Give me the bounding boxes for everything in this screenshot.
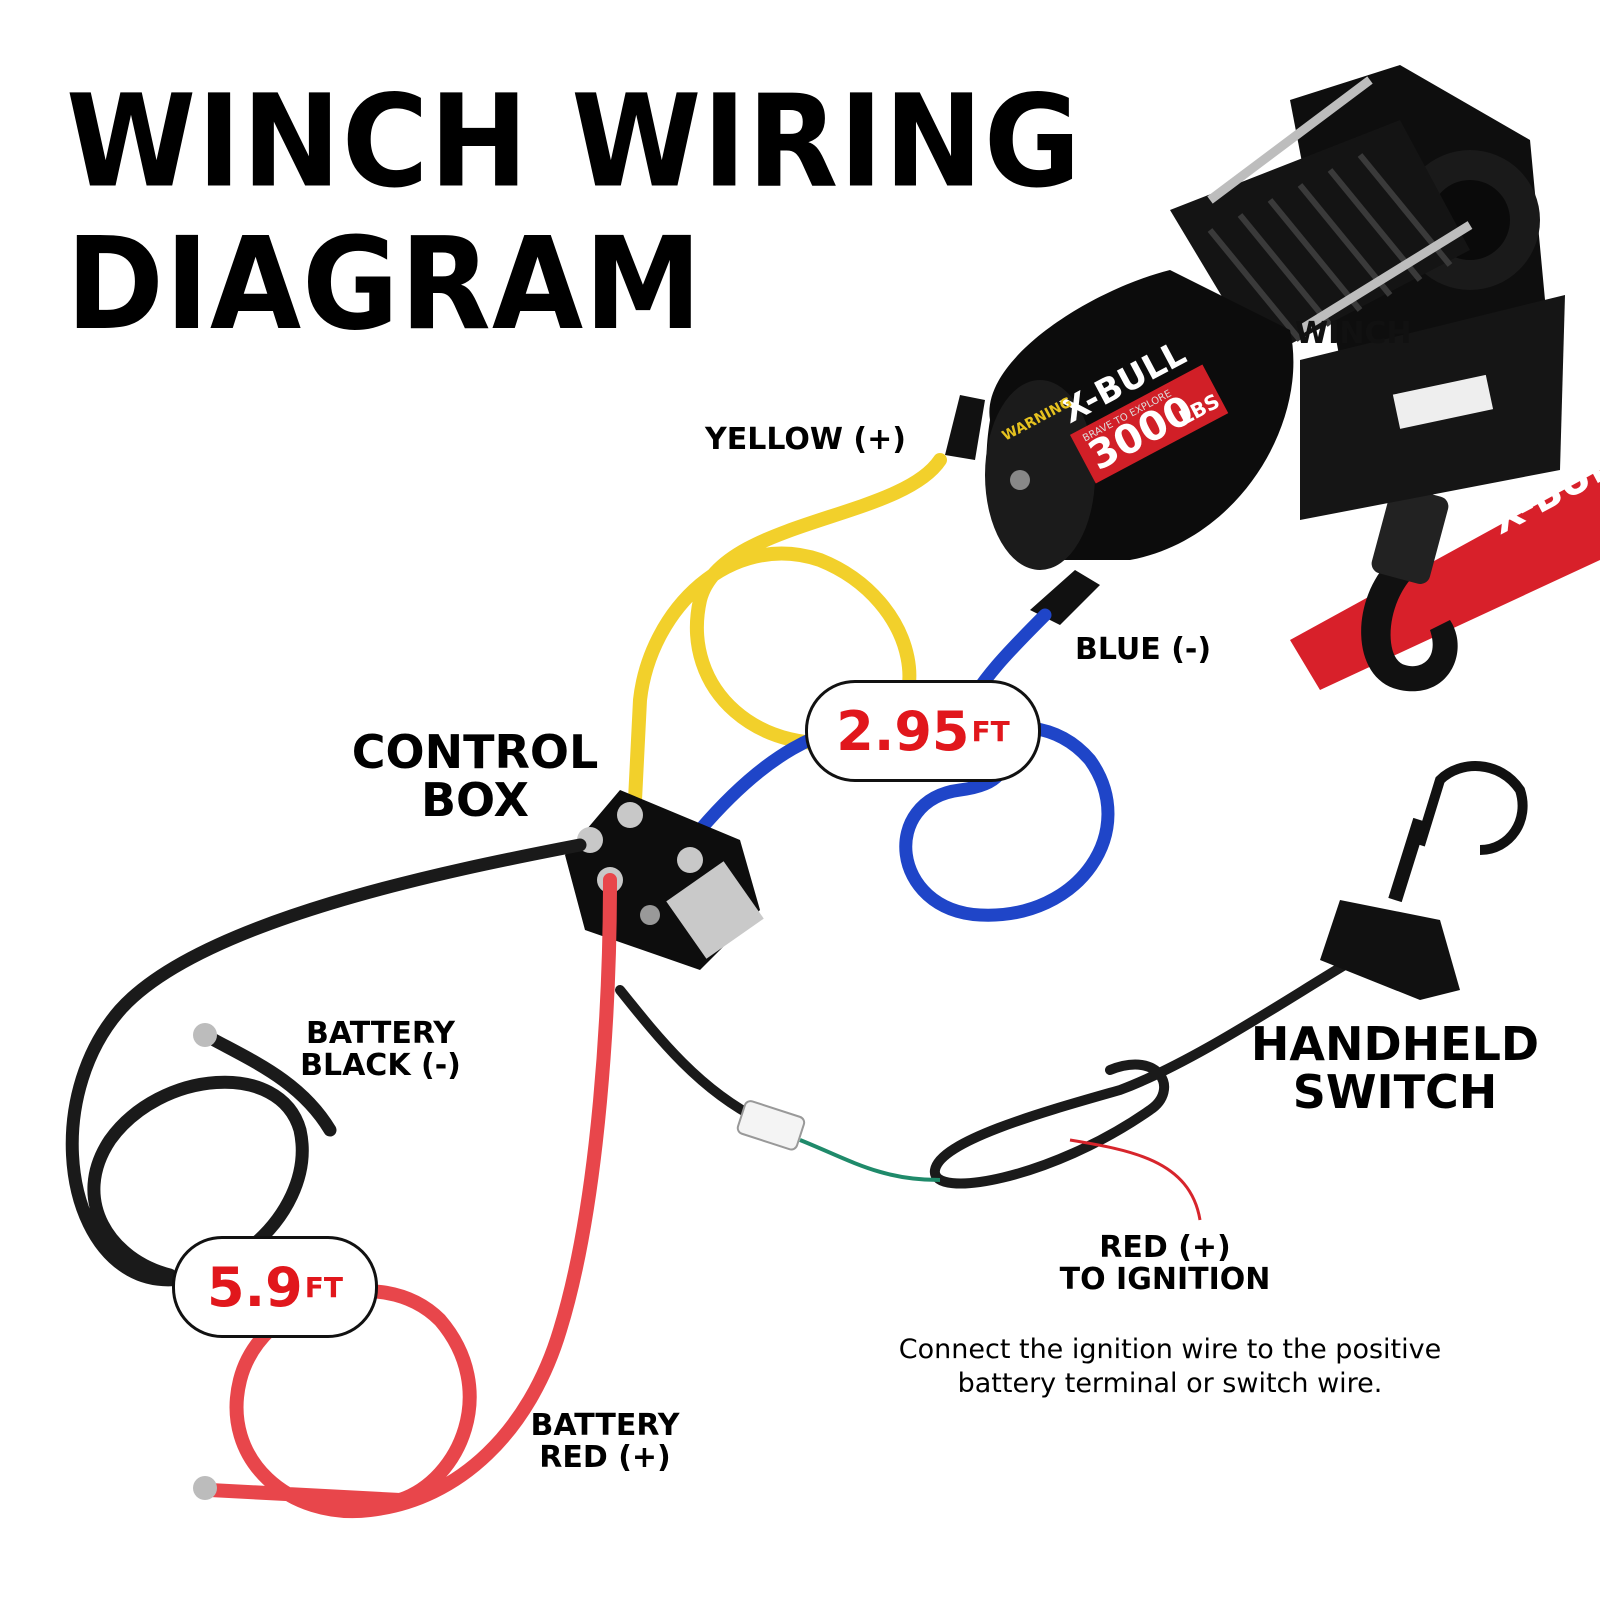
winch-label: WINCH <box>1295 316 1412 351</box>
capacity-badge <box>1069 364 1229 484</box>
handheld-switch-label-line-1: HANDHELD <box>1250 1017 1540 1071</box>
fairlead-sticker <box>1392 374 1494 429</box>
red-ignition-label-line-2: TO IGNITION <box>1059 1261 1271 1297</box>
red-ignition-label: RED (+) TO IGNITION <box>1055 1232 1275 1295</box>
battery-black-label: BATTERY BLACK (-) <box>298 1018 463 1081</box>
control-box-label: CONTROL BOX <box>350 728 600 825</box>
short-cable-length-unit: FT <box>971 714 1010 748</box>
switch-cable <box>615 945 1375 1189</box>
hook-clevis <box>1371 486 1449 584</box>
battery-black-label-line-2: BLACK (-) <box>300 1047 461 1083</box>
short-cable-length-value: 2.95 <box>836 699 970 763</box>
yellow-terminal-boot <box>945 395 985 460</box>
winch-hook <box>1361 560 1458 692</box>
handheld-switch-label: HANDHELD SWITCH <box>1245 1020 1545 1117</box>
winch-drum <box>1170 120 1470 360</box>
ignition-note: Connect the ignition wire to the positiv… <box>898 1334 1442 1399</box>
handheld-switch <box>1320 761 1528 1000</box>
motor-end-cap <box>985 380 1095 570</box>
motor-terminal <box>1010 470 1030 490</box>
tie-rod-top <box>1207 76 1373 204</box>
handheld-switch-label-line-2: SWITCH <box>1292 1065 1498 1120</box>
blue-wire-label: BLUE (-) <box>1075 632 1212 667</box>
battery-red-wire <box>203 873 617 1519</box>
switch-mount-arm <box>1388 817 1427 903</box>
red-ignition-wire <box>1069 1138 1202 1221</box>
page-title: WINCH WIRING DIAGRAM <box>66 70 1082 355</box>
switch-body <box>1320 900 1460 1000</box>
red-ring-terminal <box>193 1476 217 1500</box>
yellow-wire-label: YELLOW (+) <box>705 422 906 457</box>
control-box-label-line-2: BOX <box>421 773 529 828</box>
long-cable-length-badge: 5.9 FT <box>172 1236 378 1338</box>
green-wire <box>799 1138 941 1182</box>
switch-mount-clamp <box>1415 761 1528 855</box>
terminal-post <box>677 847 703 873</box>
control-box-label-line-1: CONTROL <box>351 725 599 779</box>
control-box-bracket <box>666 861 764 959</box>
title-line-2: DIAGRAM <box>66 209 703 359</box>
title-line-1: WINCH WIRING <box>66 66 1082 216</box>
battery-red-label-line-2: RED (+) <box>539 1439 671 1475</box>
wire-connector <box>736 1100 806 1151</box>
tie-rod-bottom <box>1297 221 1473 334</box>
terminal-post <box>640 905 660 925</box>
red-ignition-label-line-1: RED (+) <box>1099 1230 1231 1265</box>
winch-illustration: X-BULL <box>945 65 1600 692</box>
short-cable-length-badge: 2.95 FT <box>805 680 1041 782</box>
long-cable-length-unit: FT <box>304 1270 343 1304</box>
battery-red-label-line-1: BATTERY <box>530 1408 680 1443</box>
battery-red-label: BATTERY RED (+) <box>525 1410 685 1473</box>
terminal-post <box>617 802 643 828</box>
long-cable-length-value: 5.9 <box>207 1255 303 1319</box>
black-ring-terminal <box>193 1023 217 1047</box>
battery-black-label-line-1: BATTERY <box>305 1016 456 1051</box>
